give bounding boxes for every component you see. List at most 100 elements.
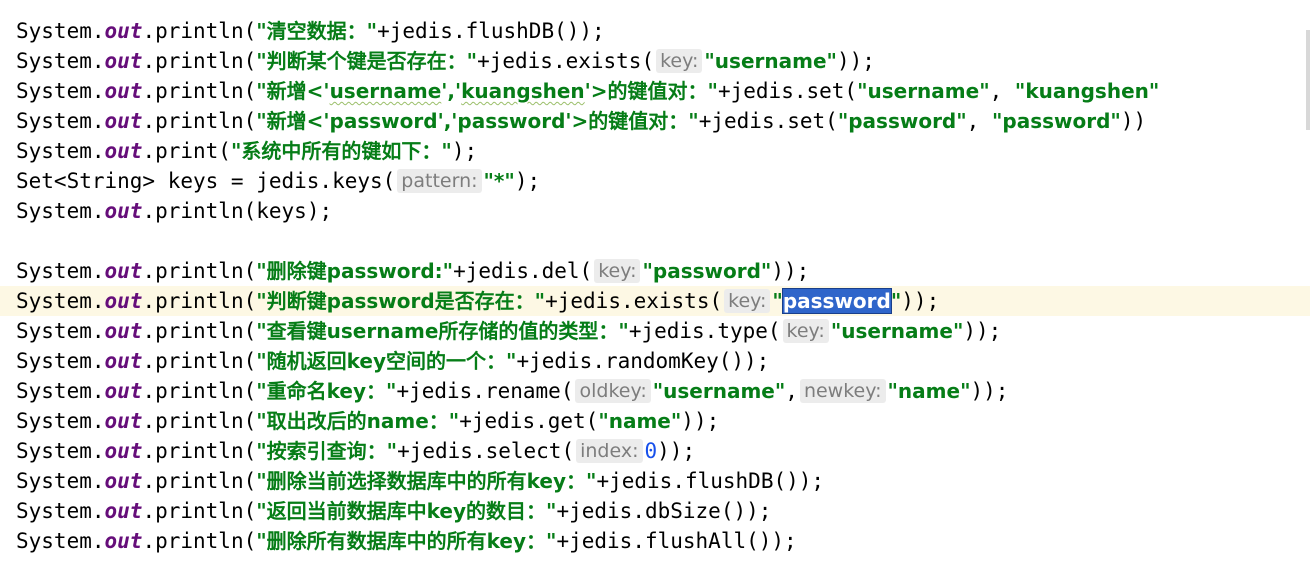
code-line[interactable]: System.out.println("新增<'password','passw… (16, 106, 1310, 136)
code-line[interactable]: System.out.println("按索引查询："+jedis.select… (16, 436, 1310, 466)
string-literal: ',' (441, 79, 462, 103)
parameter-hint: key: (782, 319, 829, 343)
code-token: +jedis.flushDB()); (377, 19, 605, 43)
code-token: System. (16, 289, 105, 313)
string-literal: "name" (598, 409, 682, 433)
code-token: ); (451, 139, 478, 163)
code-token: +jedis.set( (717, 79, 858, 103)
out-field: out (104, 529, 143, 553)
code-token: .println( (142, 109, 257, 133)
code-token: System. (16, 79, 105, 103)
out-field: out (104, 409, 143, 433)
code-token: System. (16, 139, 105, 163)
string-literal: "系统中所有的键如下：" (230, 139, 452, 163)
code-token: , (989, 79, 1015, 103)
parameter-hint: oldkey: (575, 379, 651, 403)
code-line[interactable]: System.out.println("判断某个键是否存在："+jedis.ex… (16, 46, 1310, 76)
string-literal: "删除键password:" (256, 259, 454, 283)
code-token: .println( (142, 289, 257, 313)
code-token: .println( (142, 529, 257, 553)
code-token: .println( (142, 409, 257, 433)
code-line[interactable]: System.out.println("判断键password是否存在："+je… (0, 286, 1310, 316)
string-literal: "kuangshen" (1014, 79, 1160, 103)
number-literal: 0 (644, 439, 658, 463)
code-token: +jedis.randomKey()); (516, 349, 770, 373)
string-literal: "新增<' (256, 79, 330, 103)
out-field: out (104, 19, 143, 43)
string-literal: "name" (887, 379, 971, 403)
selected-text: password (781, 288, 892, 314)
code-token: +jedis.set( (698, 109, 838, 133)
out-field: out (104, 499, 143, 523)
code-line[interactable]: System.out.println("删除当前选择数据库中的所有key："+j… (16, 466, 1310, 496)
string-literal: "重命名key：" (256, 379, 397, 403)
code-token: System. (16, 199, 105, 223)
code-token: .print( (142, 139, 231, 163)
code-token: +jedis.dbSize()); (556, 499, 772, 523)
string-literal: "随机返回key空间的一个：" (256, 349, 517, 373)
string-literal: "password" (837, 109, 967, 133)
code-line[interactable]: System.out.println(keys); (16, 196, 1310, 226)
string-literal: "查看键username所存储的值的类型：" (256, 319, 629, 343)
code-line[interactable]: System.out.print("系统中所有的键如下："); (16, 136, 1310, 166)
code-line[interactable]: Set<String> keys = jedis.keys(pattern:"*… (16, 166, 1310, 196)
code-token: )) (1120, 109, 1147, 133)
code-token: System. (16, 409, 105, 433)
out-field: out (104, 319, 143, 343)
code-token: )); (901, 289, 940, 313)
string-literal: "username" (652, 379, 786, 403)
code-token: System. (16, 259, 105, 283)
string-literal: "password" (991, 109, 1121, 133)
string-literal: "返回当前数据库中key的数目：" (256, 499, 557, 523)
string-literal: " (890, 289, 902, 313)
code-token: System. (16, 439, 105, 463)
code-token: System. (16, 319, 105, 343)
code-line[interactable] (16, 226, 1310, 256)
string-literal: "取出改后的name：" (256, 409, 460, 433)
code-token: System. (16, 379, 105, 403)
out-field: out (104, 349, 143, 373)
string-literal: "*" (483, 169, 515, 193)
code-line[interactable]: System.out.println("随机返回key空间的一个："+jedis… (16, 346, 1310, 376)
parameter-hint: pattern: (397, 169, 482, 193)
code-token: +jedis.type( (628, 319, 781, 343)
code-area[interactable]: System.out.println("清空数据："+jedis.flushDB… (0, 16, 1310, 556)
code-token: Set<String> keys = jedis.keys( (16, 169, 396, 193)
code-token: )); (970, 379, 1009, 403)
code-token: )); (657, 439, 696, 463)
code-token: .println( (142, 439, 257, 463)
string-literal: "清空数据：" (256, 19, 378, 43)
code-line[interactable]: System.out.println("删除所有数据库中的所有key："+jed… (16, 526, 1310, 556)
code-token: ); (514, 169, 541, 193)
code-token: System. (16, 499, 105, 523)
code-token: )); (681, 409, 720, 433)
code-line[interactable]: System.out.println("返回当前数据库中key的数目："+jed… (16, 496, 1310, 526)
code-token: +jedis.exists( (477, 49, 655, 73)
code-line[interactable]: System.out.println("查看键username所存储的值的类型：… (16, 316, 1310, 346)
string-literal: '>的键值对：" (584, 79, 718, 103)
parameter-hint: key: (594, 259, 641, 283)
code-token: .println( (142, 319, 257, 343)
code-token: )); (771, 259, 810, 283)
out-field: out (104, 289, 143, 313)
code-line[interactable]: System.out.println("新增<'username','kuang… (16, 76, 1310, 106)
code-line[interactable]: System.out.println("删除键password:"+jedis.… (16, 256, 1310, 286)
code-token: +jedis.del( (453, 259, 593, 283)
code-token: .println( (142, 49, 257, 73)
parameter-hint: index: (576, 439, 643, 463)
code-token: .println( (142, 349, 257, 373)
code-token: System. (16, 349, 105, 373)
code-line[interactable]: System.out.println("取出改后的name："+jedis.ge… (16, 406, 1310, 436)
string-literal: kuangshen (461, 79, 585, 103)
scrollbar-marker[interactable] (1306, 30, 1310, 70)
code-line[interactable]: System.out.println("清空数据："+jedis.flushDB… (16, 16, 1310, 46)
code-token: )); (963, 319, 1002, 343)
code-line[interactable]: System.out.println("重命名key："+jedis.renam… (16, 376, 1310, 406)
code-token: System. (16, 469, 105, 493)
code-token: , (785, 379, 798, 403)
scrollbar-marker[interactable] (1306, 70, 1310, 130)
string-literal: "删除所有数据库中的所有key：" (256, 529, 557, 553)
code-token: .println( (142, 19, 257, 43)
parameter-hint: key: (724, 289, 771, 313)
